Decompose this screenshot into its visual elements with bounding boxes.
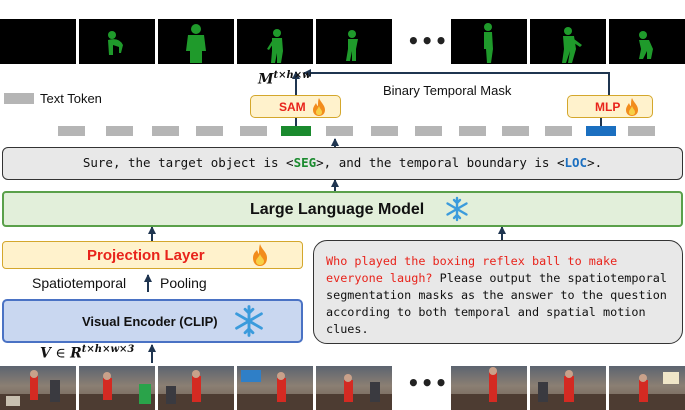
scene-thumbnail xyxy=(530,370,606,410)
mask-frame xyxy=(609,19,685,64)
scene-thumbnail xyxy=(0,370,76,410)
mlp-label: MLP xyxy=(595,100,621,114)
scene-thumbnail xyxy=(609,372,685,410)
encoder-label: Visual Encoder (CLIP) xyxy=(82,314,218,329)
llm-output-text: Sure, the target object is <SEG>, and th… xyxy=(2,147,683,180)
output-prefix: Sure, the target object is < xyxy=(82,155,294,170)
projection-label: Projection Layer xyxy=(87,247,205,264)
text-token xyxy=(628,126,655,136)
person-mask-silhouette xyxy=(267,29,283,63)
mask-frame xyxy=(79,19,155,64)
sam-label: SAM xyxy=(279,100,306,114)
person-mask-silhouette xyxy=(639,31,653,59)
text-token xyxy=(240,126,267,136)
fire-icon xyxy=(313,98,325,116)
mask-frame xyxy=(451,19,527,64)
text-token xyxy=(152,126,179,136)
video-symbol-superscript: t×h×w×3 xyxy=(81,344,135,355)
llm-label: Large Language Model xyxy=(250,201,425,218)
text-token-legend-label: Text Token xyxy=(40,91,102,106)
person-mask-silhouette xyxy=(186,24,206,63)
text-token xyxy=(371,126,398,136)
person-mask-silhouette xyxy=(108,31,123,55)
person-mask-silhouette xyxy=(484,23,493,63)
scene-thumbnail xyxy=(237,370,313,410)
scene-thumbnail xyxy=(79,372,155,410)
video-frame xyxy=(158,366,234,410)
person-mask-silhouette xyxy=(562,27,582,63)
text-token xyxy=(502,126,529,136)
seg-token xyxy=(281,126,311,136)
text-token xyxy=(196,126,223,136)
ellipsis: ••• xyxy=(407,29,449,53)
mask-symbol-base: M xyxy=(258,71,274,88)
video-symbol-v: V xyxy=(40,345,51,362)
mask-frame xyxy=(0,19,76,64)
ellipsis: ••• xyxy=(407,371,449,395)
fire-icon xyxy=(626,98,638,116)
video-frame xyxy=(316,366,392,410)
mask-frame xyxy=(158,19,234,64)
question-highlight: Who played the boxing reflex ball to mak… xyxy=(326,254,618,285)
output-seg-token: SEG xyxy=(293,155,317,170)
large-language-model: Large Language Model xyxy=(2,191,683,227)
pooling-label-left: Spatiotemporal xyxy=(32,275,127,291)
text-token xyxy=(459,126,486,136)
video-symbol-in: ∈ xyxy=(55,345,66,362)
video-frame xyxy=(609,366,685,410)
scene-thumbnail xyxy=(316,374,392,410)
user-question: Who played the boxing reflex ball to mak… xyxy=(313,240,683,344)
loc-token xyxy=(586,126,616,136)
output-middle: >, and the temporal boundary is < xyxy=(316,155,565,170)
visual-encoder: Visual Encoder (CLIP) xyxy=(2,299,303,343)
output-suffix: >. xyxy=(587,155,603,170)
output-loc-token: LOC xyxy=(564,155,588,170)
video-frame xyxy=(79,366,155,410)
projection-layer: Projection Layer xyxy=(2,241,303,269)
video-symbol-r: R xyxy=(70,345,82,362)
text-token xyxy=(106,126,133,136)
fire-icon xyxy=(253,244,267,266)
video-tensor-symbol: V ∈ Rt×h×w×3 xyxy=(40,344,134,362)
mask-tensor-symbol: Mt×h×w xyxy=(258,70,311,88)
mask-frame xyxy=(237,19,313,64)
snowflake-icon xyxy=(235,305,263,337)
question-rest: Please output the spatiotemporal segment… xyxy=(326,271,667,336)
video-frame xyxy=(530,366,606,410)
snowflake-icon xyxy=(446,196,468,222)
mask-symbol-superscript: t×h×w xyxy=(273,70,311,81)
mask-frame xyxy=(530,19,606,64)
video-frame xyxy=(237,366,313,410)
scene-thumbnail xyxy=(158,370,234,410)
text-token-legend-swatch xyxy=(4,93,34,104)
text-token xyxy=(326,126,353,136)
binary-temporal-mask-label: Binary Temporal Mask xyxy=(383,83,512,98)
mlp-module: MLP xyxy=(567,95,653,118)
scene-thumbnail xyxy=(451,367,527,410)
mask-frame xyxy=(316,19,392,64)
text-token xyxy=(415,126,442,136)
video-frame xyxy=(451,366,527,410)
text-token xyxy=(58,126,85,136)
pooling-label-right: Pooling xyxy=(160,275,207,291)
person-mask-silhouette xyxy=(346,30,358,61)
video-frame xyxy=(0,366,76,410)
text-token xyxy=(545,126,572,136)
sam-module: SAM xyxy=(250,95,341,118)
